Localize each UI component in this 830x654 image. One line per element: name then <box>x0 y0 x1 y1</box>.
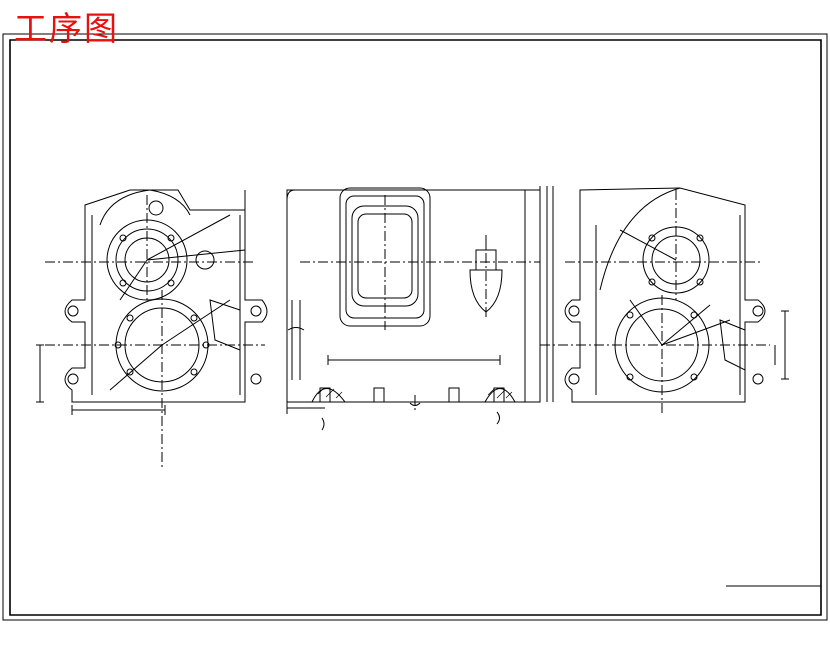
front-view <box>36 190 267 470</box>
rear-view <box>540 188 789 415</box>
section-view <box>287 186 553 430</box>
inner-border <box>10 40 821 615</box>
outer-border <box>3 34 827 620</box>
drawing-title: 工序图 <box>14 9 119 48</box>
